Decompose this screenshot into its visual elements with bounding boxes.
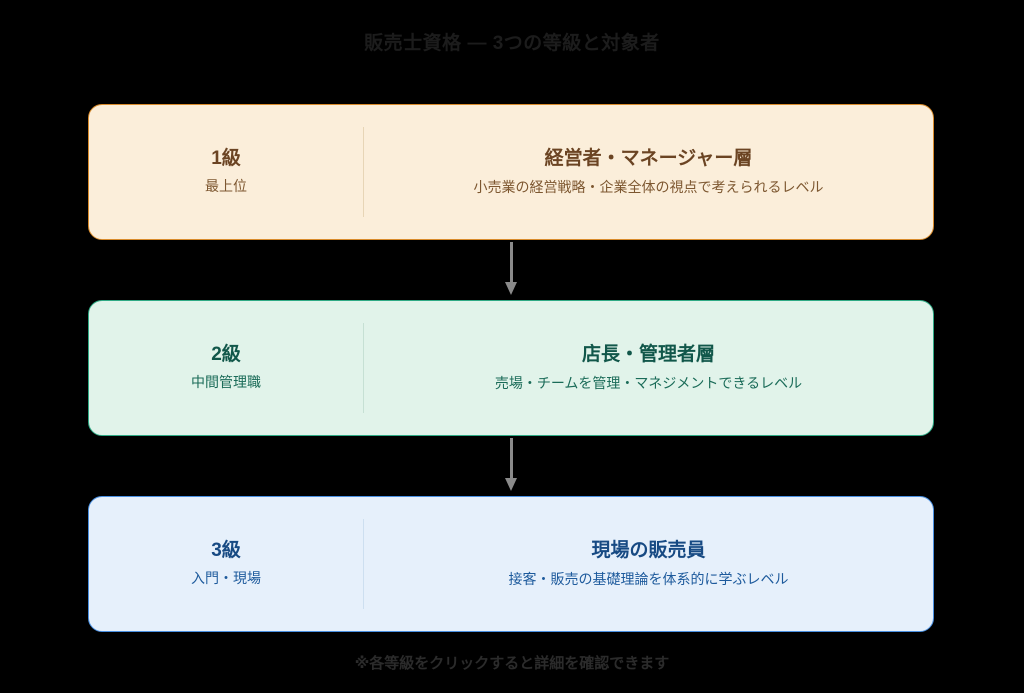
grade-card-2-grade-name: 2級 [211,344,241,366]
grade-card-3-target-desc: 接客・販売の基礎理論を体系的に学ぶレベル [508,570,789,587]
grade-card-1-right: 経営者・マネージャー層 小売業の経営戦略・企業全体の視点で考えられるレベル [364,105,933,239]
grade-card-1-grade-sub: 最上位 [205,178,247,195]
footer-note: ※各等級をクリックすると詳細を確認できます [354,655,670,672]
arrow-shaft [510,242,513,284]
arrow-head [505,478,517,491]
grade-card-1-grade-name: 1級 [211,148,241,170]
grade-card-2-divider [363,323,364,413]
grade-card-3-grade-sub: 入門・現場 [191,570,261,587]
grade-card-2-target-desc: 売場・チームを管理・マネジメントできるレベル [494,374,803,391]
grade-card-1-divider [363,127,364,217]
flow-arrow-down-icon-1 [502,242,522,298]
grade-card-2[interactable]: 2級 中間管理職 店長・管理者層 売場・チームを管理・マネジメントできるレベル [88,300,934,436]
grade-card-3-right: 現場の販売員 接客・販売の基礎理論を体系的に学ぶレベル [364,497,933,631]
grade-card-1[interactable]: 1級 最上位 経営者・マネージャー層 小売業の経営戦略・企業全体の視点で考えられ… [88,104,934,240]
flow-arrow-down-icon-2 [502,438,522,494]
grade-card-3-target-title: 現場の販売員 [591,539,706,561]
arrow-shaft [510,438,513,480]
grade-card-3-grade-name: 3級 [211,540,241,562]
grade-card-2-target-title: 店長・管理者層 [581,343,715,365]
page-title: 販売士資格 ― 3つの等級と対象者 [364,33,660,54]
grade-card-1-target-title: 経営者・マネージャー層 [544,147,753,169]
grade-card-1-target-desc: 小売業の経営戦略・企業全体の視点で考えられるレベル [473,178,824,195]
grade-card-2-grade-sub: 中間管理職 [191,374,261,391]
grade-card-2-left: 2級 中間管理職 [89,301,363,435]
grade-card-3-divider [363,519,364,609]
arrow-head [505,282,517,295]
grade-card-3-left: 3級 入門・現場 [89,497,363,631]
grade-card-2-right: 店長・管理者層 売場・チームを管理・マネジメントできるレベル [364,301,933,435]
grade-card-1-left: 1級 最上位 [89,105,363,239]
grade-card-3[interactable]: 3級 入門・現場 現場の販売員 接客・販売の基礎理論を体系的に学ぶレベル [88,496,934,632]
